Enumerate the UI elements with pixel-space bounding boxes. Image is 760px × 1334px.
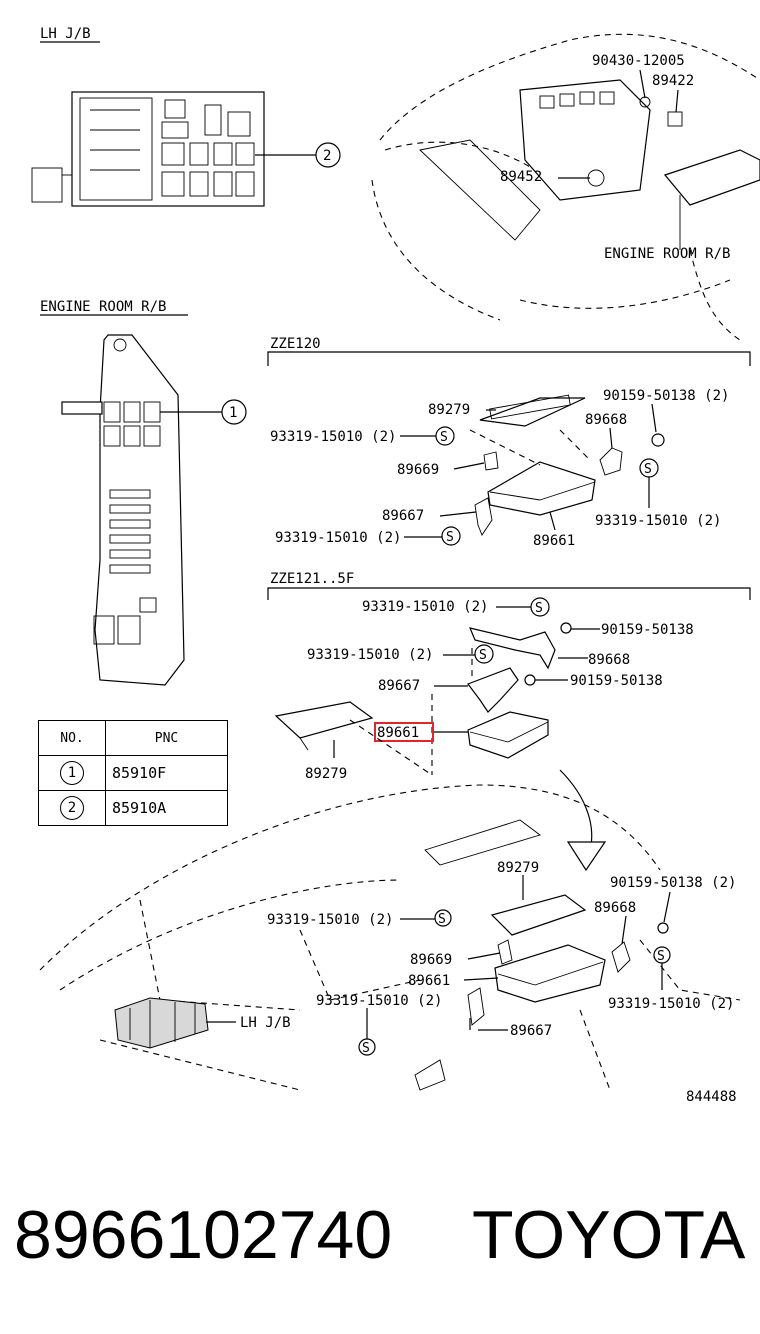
z120-part-89667: 89667	[382, 508, 424, 524]
zze121-section: ZZE121..5F S 93319-15010 (2) 90159-50138…	[267, 571, 751, 782]
z120-part-89669: 89669	[397, 462, 439, 478]
part-89422: 89422	[652, 73, 694, 89]
dash-part-89667: 89667	[510, 1023, 552, 1039]
z120-part-93319-b: 93319-15010 (2)	[275, 530, 401, 546]
z121-part-89661-highlight: 89661	[377, 725, 419, 741]
zze120-title: ZZE120	[270, 336, 321, 352]
svg-text:S: S	[657, 949, 665, 964]
z120-part-89279: 89279	[428, 402, 470, 418]
header-no: NO.	[38, 720, 106, 756]
svg-text:S: S	[535, 601, 543, 616]
z121-part-89668: 89668	[588, 652, 630, 668]
z121-part-90159-b: 90159-50138	[570, 673, 663, 689]
dash-part-89279: 89279	[497, 860, 539, 876]
dash-part-93319-b: 93319-15010 (2)	[316, 993, 442, 1009]
dash-part-93319-c: 93319-15010 (2)	[608, 996, 734, 1012]
footer-brand: TOYOTA	[472, 1197, 746, 1273]
svg-text:S: S	[446, 530, 454, 545]
highlight-box	[374, 722, 434, 742]
footer-part-number: 8966102740	[14, 1197, 393, 1273]
table-row: 1 85910F	[38, 755, 228, 791]
pnc-table: NO. PNC 1 85910F 2 85910A	[38, 720, 228, 826]
engine-room-rb-illustration: ENGINE ROOM R/B 1	[40, 299, 247, 686]
svg-text:S: S	[362, 1041, 370, 1056]
lh-jb-illustration: LH J/B 2	[31, 26, 341, 207]
dashboard-illustration: 89279 90159-50138 (2) 89668 S 93319-1501…	[39, 769, 741, 1105]
engine-room-rb-callout: ENGINE ROOM R/B	[604, 246, 730, 262]
header-pnc: PNC	[105, 720, 228, 756]
row-pnc: 85910F	[105, 755, 228, 791]
z121-part-89667: 89667	[378, 678, 420, 694]
engine-room-rb-title: ENGINE ROOM R/B	[40, 299, 166, 315]
ref-2-circle	[315, 142, 341, 168]
z120-part-93319-a: 93319-15010 (2)	[270, 429, 396, 445]
dash-part-89669: 89669	[410, 952, 452, 968]
svg-text:S: S	[479, 648, 487, 663]
z121-part-90159-a: 90159-50138	[601, 622, 694, 638]
dash-part-93319-a: 93319-15010 (2)	[267, 912, 393, 928]
ref-2-label: 2	[323, 148, 331, 164]
zze121-title: ZZE121..5F	[270, 571, 354, 587]
lh-jb-callout: LH J/B	[240, 1015, 291, 1031]
diagram-number: 844488	[686, 1089, 737, 1105]
table-row: 2 85910A	[38, 790, 228, 826]
z121-part-89279: 89279	[305, 766, 347, 782]
engine-bay-illustration: 90430-12005 89422 89452 ENGINE ROOM R/B	[371, 33, 760, 341]
z120-part-89661: 89661	[533, 533, 575, 549]
z120-part-90159: 90159-50138 (2)	[603, 388, 729, 404]
svg-text:S: S	[438, 912, 446, 927]
dash-part-89661: 89661	[408, 973, 450, 989]
row-no-circle: 2	[60, 796, 84, 820]
ref-1-label: 1	[229, 405, 237, 421]
dash-part-89668: 89668	[594, 900, 636, 916]
svg-text:S: S	[644, 462, 652, 477]
table-header-row: NO. PNC	[38, 720, 228, 756]
lh-jb-title: LH J/B	[40, 26, 91, 42]
parts-diagram: LH J/B 2 ENGINE ROOM R/B	[31, 26, 760, 1105]
z121-part-93319-a: 93319-15010 (2)	[362, 599, 488, 615]
svg-text:S: S	[440, 430, 448, 445]
part-89452: 89452	[500, 169, 542, 185]
ref-1-circle	[221, 399, 247, 425]
part-90430: 90430-12005	[592, 53, 685, 69]
zze120-section: ZZE120 89279 90159-50138 (2) 89668 S 933…	[267, 336, 751, 549]
z120-part-93319-c: 93319-15010 (2)	[595, 513, 721, 529]
row-no-circle: 1	[60, 761, 84, 785]
z120-part-89668: 89668	[585, 412, 627, 428]
z121-part-93319-b: 93319-15010 (2)	[307, 647, 433, 663]
row-pnc: 85910A	[105, 790, 228, 826]
dash-part-90159: 90159-50138 (2)	[610, 875, 736, 891]
